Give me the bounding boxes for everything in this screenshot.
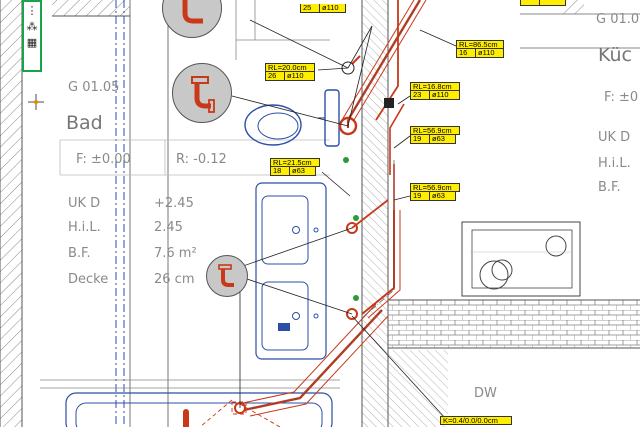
pipe-tag[interactable] — [520, 0, 566, 6]
vanity-unit — [255, 182, 327, 360]
room-floor-kueche: F: ±0 — [604, 90, 639, 105]
grid-icon[interactable]: ▦ — [26, 36, 38, 49]
dashed-pipes — [199, 399, 281, 427]
wall-left — [0, 0, 23, 427]
wall-top-left — [52, 0, 130, 17]
tag-dimension: ø63 — [290, 167, 316, 176]
tag-dimension: ø110 — [285, 72, 315, 81]
bathtub — [40, 379, 340, 427]
room-prop-key: Decke — [68, 272, 109, 287]
tag-length: RL=21.5cm — [270, 158, 320, 167]
elbow-icon — [182, 0, 203, 24]
pipe-centerlines — [243, 0, 421, 411]
left-toolbar: ⋮ ⁂ ▦ — [22, 0, 42, 72]
room-prop-key: UK D — [68, 196, 101, 211]
room-prop-key: H.i.L. — [598, 156, 631, 171]
tag-dimension: ø110 — [430, 91, 460, 100]
room-prop-value: 26 cm — [154, 272, 195, 287]
fitting-badge-top[interactable] — [162, 0, 222, 38]
room-name-bad: Bad — [66, 112, 103, 134]
hatch-icon[interactable]: ⋮ — [26, 4, 38, 17]
tag-length: RL=56.9cm — [410, 183, 460, 192]
tag-offset: K=0.4/0.0/0.0cm — [440, 416, 512, 425]
room-floor-bad: F: ±0.00 — [76, 152, 131, 167]
tag-length: RL=16.8cm — [410, 82, 460, 91]
room-code-bad: G 01.05 — [68, 80, 120, 95]
tag-dimension: ø110 — [320, 4, 346, 13]
room-prop-key: B.F. — [598, 180, 621, 195]
tag-dimension: ø63 — [430, 135, 456, 144]
room-prop-value: 7.6 m² — [154, 246, 197, 261]
tag-segment — [520, 0, 540, 6]
toilet — [244, 89, 340, 147]
axis-lines — [115, 0, 169, 427]
room-prop-value: +2.45 — [154, 196, 194, 211]
room-code-kueche: G 01.0 — [596, 12, 640, 27]
tag-segment: 26 — [265, 72, 285, 81]
tag-length: RL=86.5cm — [456, 40, 504, 49]
fitting-badge-sink[interactable] — [206, 255, 248, 297]
elbow-icon — [218, 264, 234, 287]
room-prop-key: UK D — [598, 130, 631, 145]
tag-segment: 19 — [410, 135, 430, 144]
room-name-kueche: Küc — [598, 44, 633, 66]
tag-segment: 25 — [300, 4, 320, 13]
pipe-tag[interactable]: K=0.4/0.0/0.0cm — [440, 416, 512, 425]
tag-segment: 19 — [410, 192, 430, 201]
tag-segment: 18 — [270, 167, 290, 176]
room-prop-value: 2.45 — [154, 220, 183, 235]
elbow-icon — [191, 76, 215, 113]
tag-dimension: ø63 — [430, 192, 456, 201]
tag-segment: 16 — [456, 49, 476, 58]
fitting-badge-wc[interactable] — [172, 63, 232, 123]
tag-length: RL=20.0cm — [265, 63, 315, 72]
tag-dimension — [540, 0, 566, 6]
dishwasher-label: DW — [474, 386, 497, 401]
room-prop-key: H.i.L. — [68, 220, 101, 235]
tag-dimension: ø110 — [476, 49, 504, 58]
room-prop-key: B.F. — [68, 246, 91, 261]
tag-segment: 23 — [410, 91, 430, 100]
tag-length: RL=56.9cm — [410, 126, 460, 135]
kitchen-sink — [461, 221, 581, 297]
selection-icon[interactable]: ⁂ — [26, 20, 38, 33]
room-ceiling-bad: R: -0.12 — [176, 152, 227, 167]
wall-right-kitchen — [520, 0, 640, 49]
crosshair-marker — [28, 94, 44, 110]
